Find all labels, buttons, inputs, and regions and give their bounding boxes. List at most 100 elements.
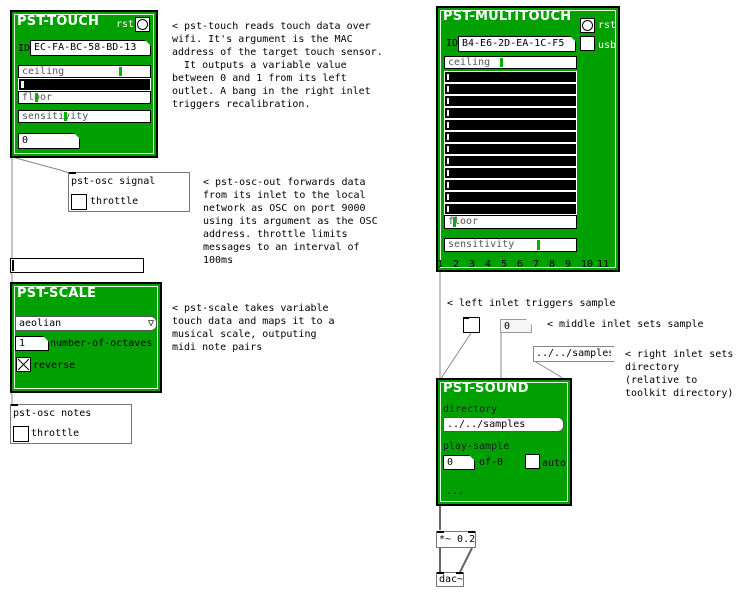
reverse-label: reverse: [33, 360, 76, 371]
outlet-number: 8: [549, 259, 556, 270]
dac-object[interactable]: dac~: [436, 572, 464, 587]
auto-toggle[interactable]: [525, 454, 540, 469]
scale-dropdown[interactable]: aeolian ▽: [15, 316, 157, 331]
id-label: ID: [18, 43, 31, 54]
touch-output-number[interactable]: 0: [18, 133, 80, 149]
pst-multitouch-panel: PST-MULTITOUCH rst ID B4-E6-2D-EA-1C-F5 …: [436, 6, 620, 272]
ceiling-label: ceiling: [448, 57, 491, 68]
sensitivity-label: sensitivity: [22, 111, 89, 122]
outlet-number: 1: [437, 259, 444, 270]
sensitivity-knob: [537, 240, 540, 250]
comment-pst-osc-out: < pst-osc-out forwards data from its inl…: [203, 177, 378, 266]
dac-object-text: dac~: [439, 574, 464, 585]
sensitivity-slider[interactable]: sensitivity: [444, 238, 577, 252]
auto-label: auto: [542, 458, 567, 469]
outlet-number: 7: [533, 259, 540, 270]
channel-level-knob: [447, 122, 449, 128]
reverse-toggle[interactable]: [16, 357, 31, 372]
comment-left-inlet: < left inlet triggers sample: [447, 298, 616, 309]
sensitivity-label: sensitivity: [448, 239, 515, 250]
channel-level-knob: [447, 110, 449, 116]
outlet-number: 2: [453, 259, 460, 270]
throttle-toggle[interactable]: [13, 426, 29, 442]
touch-value-bar[interactable]: [10, 258, 144, 273]
mac-address-field[interactable]: B4-E6-2D-EA-1C-F5: [458, 36, 576, 52]
channel-meter: [444, 143, 577, 155]
pst-osc-signal-label: pst-osc signal: [71, 176, 156, 187]
outlet-number: 10: [581, 259, 594, 270]
floor-label: floor: [448, 216, 479, 227]
channel-meter: [444, 131, 577, 143]
play-sample-label: play-sample: [443, 441, 510, 452]
comment-pst-scale: < pst-scale takes variable touch data an…: [172, 303, 335, 353]
channel-meter: [444, 119, 577, 131]
samples-directory-message[interactable]: ../../samples: [533, 346, 615, 362]
comment-middle-inlet: < middle inlet sets sample: [547, 319, 704, 330]
directory-field[interactable]: ../../samples: [443, 417, 564, 432]
octaves-number[interactable]: 1: [15, 336, 49, 351]
rst-label: rst: [598, 20, 617, 31]
cord-gain-to-dac-right: [459, 547, 473, 573]
channel-level-knob: [447, 206, 449, 212]
scale-dropdown-value: aeolian: [19, 318, 62, 329]
channel-meter: [444, 95, 577, 107]
pst-scale-title: PST-SCALE: [17, 286, 97, 301]
channel-meter: [444, 191, 577, 203]
ceiling-label: ceiling: [22, 66, 65, 77]
mac-address-field[interactable]: EC-FA-BC-58-BD-13: [30, 40, 151, 56]
recalibrate-bang[interactable]: [135, 17, 150, 32]
sample-number-box[interactable]: 0: [500, 319, 532, 333]
outlet-number: 3: [469, 259, 476, 270]
ceiling-slider[interactable]: ceiling: [18, 65, 151, 78]
channel-meter: [444, 155, 577, 167]
channel-meter: [444, 71, 577, 83]
rst-label: rst: [116, 19, 135, 30]
pst-osc-notes-object[interactable]: pst-osc notes throttle: [10, 404, 132, 444]
floor-slider[interactable]: floor: [18, 91, 151, 104]
usb-toggle[interactable]: [580, 36, 595, 51]
inlet: [463, 317, 469, 319]
channel-level-knob: [447, 194, 449, 200]
channel-meter: [444, 179, 577, 191]
ceiling-knob: [500, 58, 503, 67]
directory-label: directory: [443, 404, 498, 415]
id-label: ID: [446, 38, 459, 49]
ceiling-slider[interactable]: ceiling: [444, 56, 577, 69]
inlet: [69, 172, 76, 174]
level-knob: [21, 81, 24, 88]
floor-slider[interactable]: floor: [444, 215, 577, 229]
throttle-toggle[interactable]: [71, 194, 87, 210]
sensitivity-slider[interactable]: sensitivity: [18, 110, 151, 123]
channel-meter: [444, 203, 577, 215]
comment-right-inlet: < right inlet sets directory (relative t…: [625, 349, 734, 399]
outlet-number: 4: [485, 259, 492, 270]
chevron-down-icon: ▽: [147, 318, 154, 329]
x-mark-icon: [17, 358, 30, 371]
play-sample-number[interactable]: 0: [443, 455, 475, 470]
throttle-label: throttle: [90, 196, 139, 207]
outlet-number: 9: [565, 259, 572, 270]
channel-meter: [444, 167, 577, 179]
pst-osc-signal-object[interactable]: pst-osc signal throttle: [68, 172, 190, 212]
channel-level-knob: [447, 98, 449, 104]
outlet-number: 5: [501, 259, 508, 270]
pst-sound-panel: PST-SOUND directory ../../samples play-s…: [436, 378, 572, 506]
cord-touch-to-osc-signal: [11, 156, 73, 175]
value-marker: [12, 260, 14, 271]
bang-icon: [582, 20, 593, 31]
trigger-sample-bang[interactable]: [463, 317, 480, 333]
cord-bang-to-sound: [439, 332, 472, 381]
pst-scale-panel: PST-SCALE aeolian ▽ 1 number-of-octaves …: [10, 282, 162, 393]
pst-sound-title: PST-SOUND: [443, 381, 529, 396]
pst-multitouch-title: PST-MULTITOUCH: [443, 9, 572, 24]
recalibrate-bang[interactable]: [580, 18, 595, 33]
octaves-label: number-of-octaves: [50, 338, 153, 349]
channel-level-knob: [447, 146, 449, 152]
channel-level-knob: [447, 170, 449, 176]
gain-object[interactable]: *~ 0.2: [436, 531, 476, 548]
pst-touch-panel: PST-TOUCH rst ID EC-FA-BC-58-BD-13 ceili…: [10, 10, 158, 158]
throttle-label: throttle: [31, 428, 80, 439]
comment-pst-touch: < pst-touch reads touch data over wifi. …: [172, 21, 383, 110]
pst-osc-notes-label: pst-osc notes: [13, 408, 92, 419]
sensitivity-knob: [64, 112, 67, 121]
